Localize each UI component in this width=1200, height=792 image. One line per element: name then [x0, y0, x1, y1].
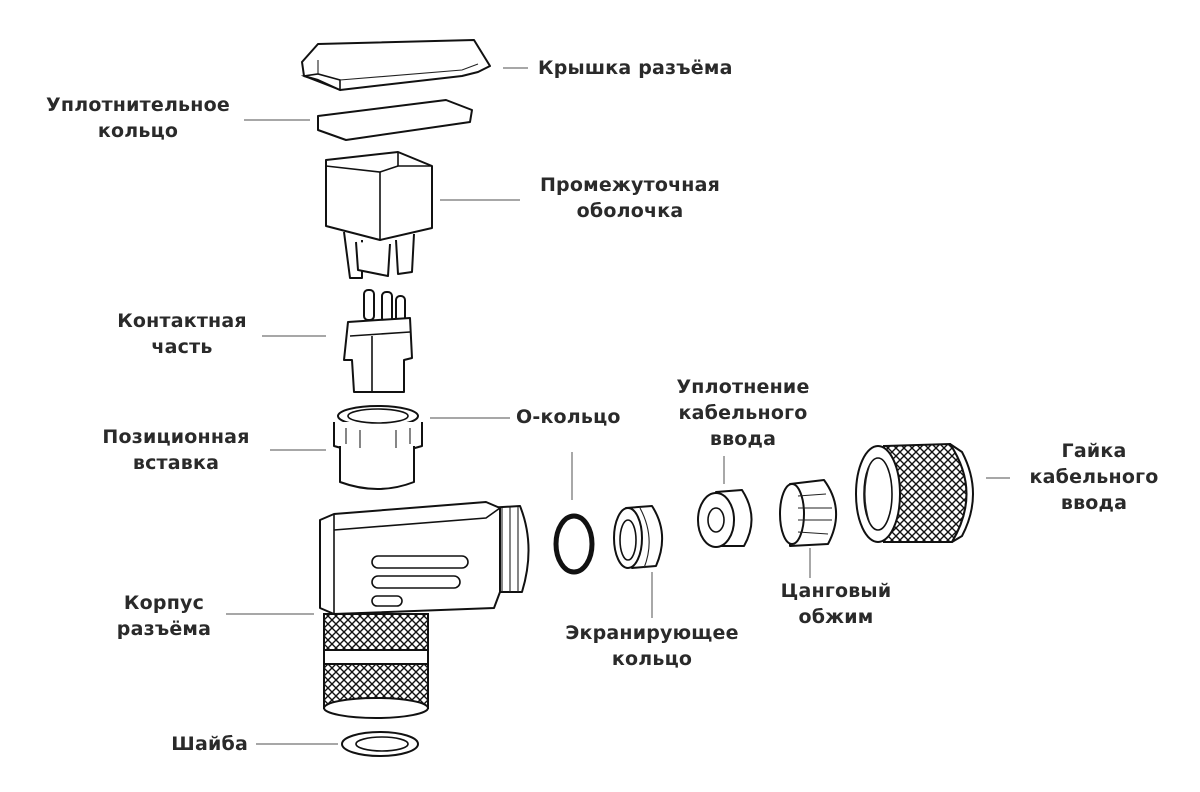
- intermediate-shell-part: [325, 151, 433, 279]
- label-collet-clamp: Цанговый обжим: [780, 580, 892, 628]
- collet-clamp-part: [779, 479, 838, 547]
- label-contact-part: Контактная часть: [117, 310, 247, 358]
- washer-part: [341, 731, 419, 757]
- o-ring-part: [553, 513, 595, 575]
- positioning-insert-part: [333, 405, 423, 490]
- label-connector-body: Корпус разъёма: [116, 592, 212, 640]
- label-cable-entry-seal: Уплотнение кабельного ввода: [676, 376, 810, 450]
- leader-lines: [226, 67, 1010, 745]
- cable-entry-seal-part: [697, 489, 753, 548]
- shielding-ring-part: [613, 505, 664, 569]
- connector-body-part: [319, 501, 530, 719]
- seal-ring-part: [317, 99, 473, 141]
- label-o-ring: О-кольцо: [516, 406, 621, 428]
- label-cable-entry-nut: Гайка кабельного ввода: [1029, 440, 1159, 514]
- label-cover: Крышка разъёма: [538, 57, 733, 79]
- label-washer: Шайба: [171, 733, 248, 755]
- cable-entry-nut-part: [855, 442, 974, 543]
- label-seal-ring: Уплотнительное кольцо: [46, 94, 230, 142]
- label-intermediate-shell: Промежуточная оболочка: [539, 174, 721, 222]
- label-shielding-ring: Экранирующее кольцо: [565, 622, 739, 670]
- connector-cover-part: [300, 39, 491, 92]
- label-positioning-insert: Позиционная вставка: [102, 426, 250, 474]
- contact-part: [343, 289, 413, 393]
